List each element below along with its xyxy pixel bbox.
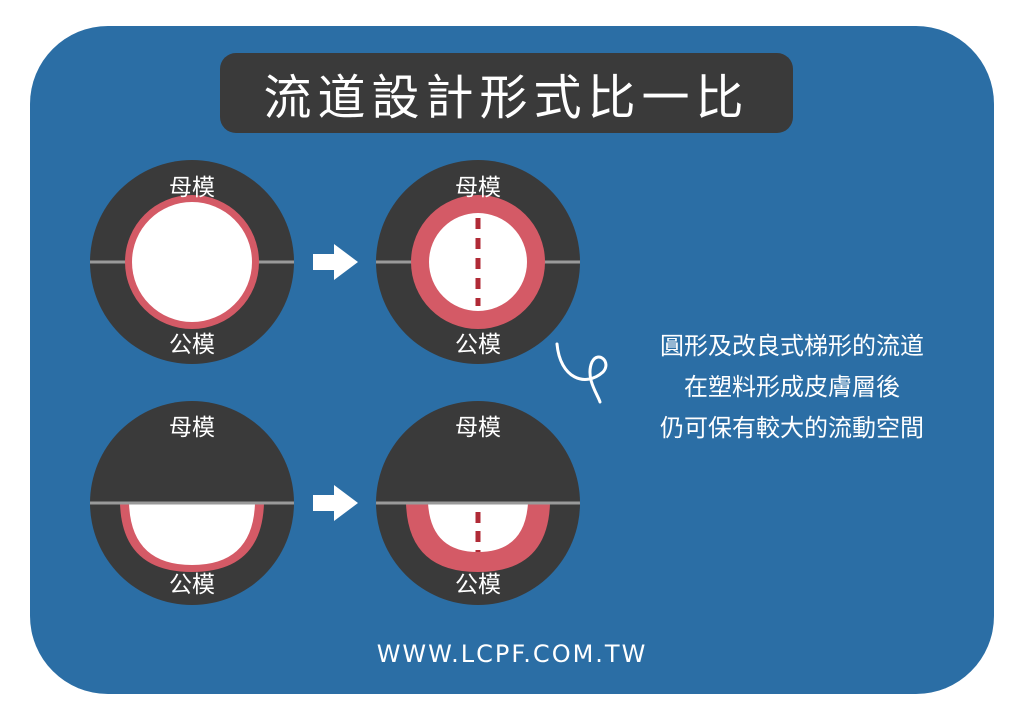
description-line: 圓形及改良式梯形的流道 bbox=[660, 332, 924, 360]
flow-space bbox=[129, 503, 255, 565]
round-runner-skin-formed: 母模 公模 bbox=[376, 160, 580, 364]
title-banner: 流道設計形式比一比 bbox=[220, 53, 793, 133]
upper-mold-label: 母模 bbox=[455, 175, 501, 201]
website-url: WWW.LCPF.COM.TW bbox=[376, 640, 648, 668]
description-line: 仍可保有較大的流動空間 bbox=[660, 414, 924, 442]
lower-mold-label: 公模 bbox=[169, 332, 215, 358]
flow-space bbox=[428, 503, 528, 552]
description-text: 圓形及改良式梯形的流道 在塑料形成皮膚層後 仍可保有較大的流動空間 bbox=[612, 326, 972, 449]
arrow-right-icon bbox=[313, 244, 358, 280]
trapezoid-runner-skin-formed: 母模 公模 bbox=[376, 401, 580, 605]
upper-mold-label: 母模 bbox=[169, 415, 215, 441]
arrow-right-icon bbox=[313, 485, 358, 521]
lower-mold-label: 公模 bbox=[169, 572, 215, 598]
lower-mold-label: 公模 bbox=[455, 332, 501, 358]
round-runner-initial: 母模 公模 bbox=[90, 160, 294, 364]
trapezoid-runner-initial: 母模 公模 bbox=[90, 401, 294, 605]
page-title: 流道設計形式比一比 bbox=[263, 70, 750, 126]
description-line: 在塑料形成皮膚層後 bbox=[684, 373, 900, 401]
flow-space bbox=[132, 202, 252, 322]
upper-mold-label: 母模 bbox=[455, 415, 501, 441]
lower-mold-label: 公模 bbox=[455, 572, 501, 598]
upper-mold-label: 母模 bbox=[169, 175, 215, 201]
pointer-curl-icon bbox=[555, 342, 608, 404]
